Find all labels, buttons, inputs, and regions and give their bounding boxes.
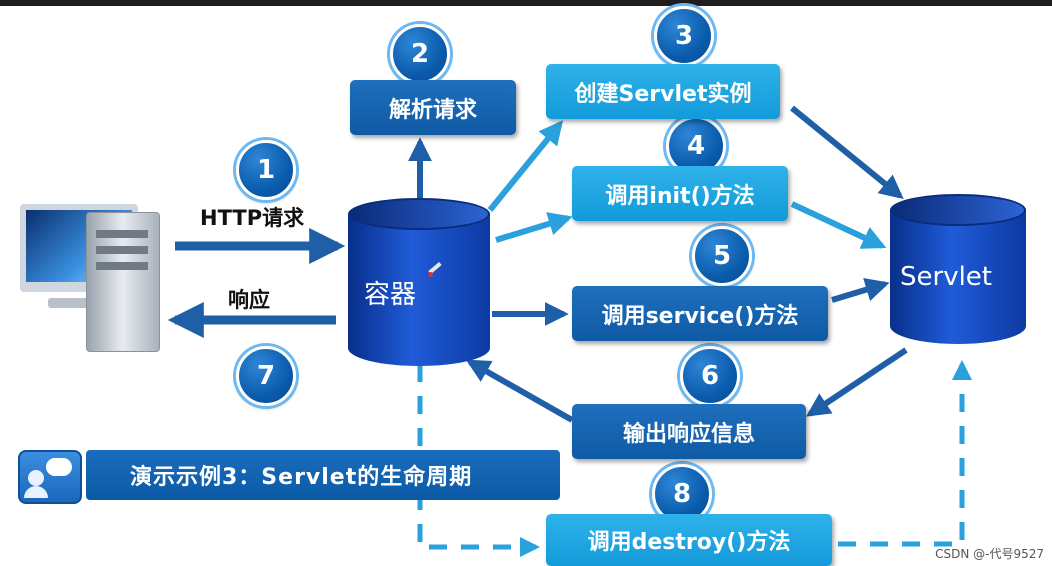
arrow-create-to-servlet <box>790 105 904 200</box>
step-badge-2: 2 <box>390 24 450 84</box>
step-badge-6: 6 <box>680 346 740 406</box>
step-badge-5: 5 <box>692 226 752 286</box>
call-service-box: 调用service()方法 <box>572 286 828 341</box>
demo-title: 演示示例3：Servlet的生命周期 <box>86 450 560 500</box>
dashed-container-to-destroy <box>417 364 540 557</box>
output-response-box: 输出响应信息 <box>572 404 806 459</box>
arrow-to-create <box>487 120 564 212</box>
top-border <box>0 0 1052 6</box>
arrow-service-to-servlet <box>831 278 890 303</box>
servlet-label: Servlet <box>900 262 992 292</box>
container-cylinder: 容器 <box>348 198 490 366</box>
create-instance-box: 创建Servlet实例 <box>546 64 780 119</box>
step-badge-1: 1 <box>236 140 296 200</box>
http-request-label: HTTP请求 <box>200 206 305 230</box>
call-init-box: 调用init()方法 <box>572 166 788 221</box>
step-badge-7: 7 <box>236 346 296 406</box>
call-destroy-box: 调用destroy()方法 <box>546 514 832 566</box>
computer-icon <box>18 198 168 352</box>
arrow-to-init <box>495 212 573 243</box>
pencil-tip <box>428 272 433 277</box>
dashed-destroy-to-servlet <box>838 360 972 547</box>
response-label: 响应 <box>228 288 270 312</box>
parse-request-box: 解析请求 <box>350 80 516 135</box>
watermark: CSDN @-代号9527 <box>935 547 1044 561</box>
arrow-init-to-servlet <box>790 201 887 249</box>
arrow-servlet-to-output <box>806 347 908 417</box>
chat-person-icon <box>18 450 82 504</box>
step-badge-3: 3 <box>654 6 714 66</box>
arrow-output-to-container <box>465 359 574 423</box>
servlet-cylinder: Servlet <box>890 194 1026 344</box>
container-label: 容器 <box>364 280 417 310</box>
